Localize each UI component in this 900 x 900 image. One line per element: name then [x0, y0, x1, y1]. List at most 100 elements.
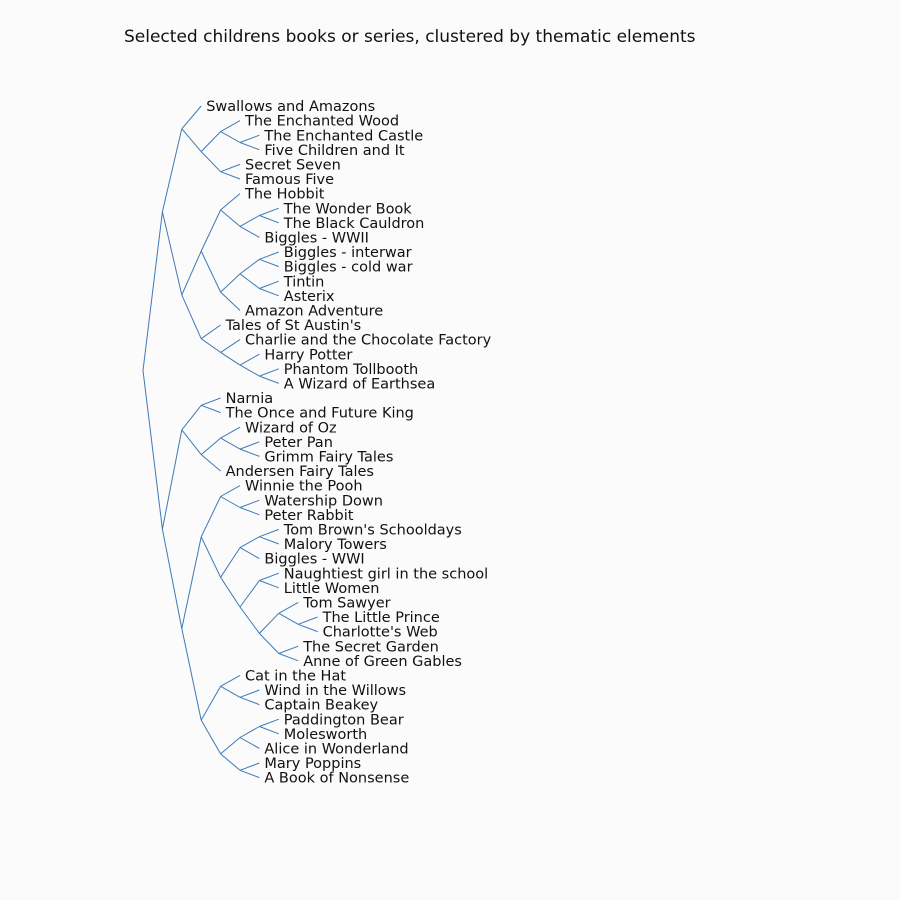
dendrogram-branch	[239, 606, 260, 634]
dendrogram-branch	[259, 718, 279, 727]
leaf-label-8: The Wonder Book	[283, 201, 413, 217]
leaf-label-29: Peter Rabbit	[264, 508, 353, 524]
dendrogram-branch	[161, 529, 183, 629]
leaf-label-47: A Book of Nonsense	[264, 771, 409, 787]
dendrogram-branch	[259, 215, 279, 224]
leaf-label-3: The Enchanted Castle	[263, 128, 423, 144]
dendrogram-branch	[239, 737, 260, 749]
dendrogram-branch	[220, 171, 241, 180]
dendrogram-branch	[298, 616, 318, 625]
dendrogram-branch	[200, 209, 222, 252]
leaf-label-9: The Black Cauldron	[283, 216, 425, 232]
dendrogram-branch	[259, 288, 279, 297]
dendrogram-branch	[220, 339, 241, 353]
chart-title: Selected childrens books or series, clus…	[124, 27, 696, 47]
dendrogram-branch	[239, 762, 260, 771]
dendrogram-branch	[278, 645, 299, 654]
dendrogram-branch	[220, 485, 241, 497]
dendrogram-branch	[239, 769, 260, 779]
dendrogram-branch	[181, 404, 202, 431]
dendrogram-branch	[220, 209, 241, 227]
dendrogram-branch	[181, 628, 202, 721]
dendrogram-branch	[259, 612, 280, 634]
dendrogram-branch	[200, 151, 221, 173]
dendrogram-edges	[142, 105, 318, 779]
dendrogram-branch	[239, 215, 260, 227]
dendrogram-branch	[220, 685, 241, 698]
dendrogram-branch	[181, 250, 202, 296]
leaf-label-43: Paddington Bear	[284, 712, 404, 728]
dendrogram-branch	[259, 280, 279, 289]
leaf-label-32: Biggles - WWI	[264, 552, 364, 568]
dendrogram-branch	[200, 324, 221, 340]
leaf-label-20: A Wizard of Earthsea	[284, 376, 435, 392]
leaf-label-6: Famous Five	[245, 172, 334, 188]
leaf-label-16: Tales of St Austin's	[225, 318, 362, 334]
dendrogram-branch	[220, 674, 241, 687]
leaf-label-37: Charlotte's Web	[323, 625, 438, 641]
dendrogram-branch	[220, 273, 241, 293]
dendrogram-branch	[239, 726, 260, 738]
dendrogram-branch	[220, 131, 241, 143]
leaf-label-41: Wind in the Willows	[264, 683, 406, 699]
dendrogram-branch	[259, 251, 279, 260]
dendrogram-branch	[220, 163, 241, 173]
dendrogram-branch	[161, 429, 183, 530]
dendrogram-branch	[239, 353, 260, 366]
dendrogram-branch	[201, 404, 221, 414]
dendrogram-branch	[201, 397, 221, 406]
dendrogram-branch	[259, 207, 279, 216]
dendrogram-branch	[200, 454, 221, 472]
dendrogram-branch	[259, 580, 279, 589]
dendrogram-branch	[220, 737, 241, 755]
dendrogram-branch	[278, 612, 299, 625]
dendrogram-branch	[259, 528, 279, 538]
dendrogram-branch	[200, 437, 221, 455]
dendrogram-branch	[239, 142, 260, 151]
leaf-label-23: Wizard of Oz	[245, 420, 337, 436]
leaf-label-12: Biggles - cold war	[284, 260, 413, 276]
dendrogram-branch	[239, 689, 260, 698]
dendrogram-branch	[298, 623, 318, 633]
leaf-label-44: Molesworth	[284, 727, 367, 743]
dendrogram-branch	[278, 601, 299, 614]
leaf-label-11: Biggles - interwar	[284, 245, 412, 261]
leaf-label-25: Grimm Fairy Tales	[264, 449, 393, 465]
dendrogram-branch	[220, 547, 241, 578]
leaf-label-42: Captain Beakey	[264, 698, 378, 714]
dendrogram-branch	[259, 536, 279, 545]
dendrogram-branch	[181, 429, 202, 455]
dendrogram-branch	[200, 719, 222, 755]
dendrogram-branch	[259, 375, 279, 384]
dendrogram-branch	[161, 211, 183, 296]
dendrogram-branch	[181, 128, 202, 152]
leaf-label-15: Amazon Adventure	[245, 303, 383, 319]
leaf-label-10: Biggles - WWII	[264, 230, 369, 246]
dendrogram-branch	[239, 134, 260, 143]
dendrogram-branch	[220, 496, 241, 508]
leaf-label-35: Tom Sawyer	[302, 595, 390, 611]
leaf-label-46: Mary Poppins	[264, 756, 361, 772]
dendrogram-branch	[200, 686, 222, 721]
dendrogram-branch	[200, 536, 222, 578]
leaf-label-30: Tom Brown's Schooldays	[283, 522, 462, 538]
leaf-label-2: The Enchanted Wood	[244, 114, 399, 130]
leaf-label-40: Cat in the Hat	[245, 668, 346, 684]
dendrogram-branch	[278, 653, 299, 662]
dendrogram-branch	[239, 507, 260, 516]
leaf-label-28: Watership Down	[264, 493, 383, 509]
dendrogram-branch	[220, 291, 241, 311]
dendrogram-branch	[259, 726, 279, 735]
leaf-label-13: Tintin	[283, 274, 325, 290]
leaf-label-5: Secret Seven	[245, 157, 341, 173]
leaf-label-21: Narnia	[226, 391, 274, 407]
leaf-label-31: Malory Towers	[284, 537, 387, 553]
leaf-label-14: Asterix	[284, 289, 335, 305]
dendrogram-branch	[181, 105, 202, 130]
dendrogram-branch	[220, 193, 241, 211]
dendrogram-branch	[181, 536, 202, 629]
dendrogram-branch	[200, 250, 222, 293]
dendrogram-branch	[220, 753, 241, 771]
dendrogram-branch	[239, 499, 260, 508]
